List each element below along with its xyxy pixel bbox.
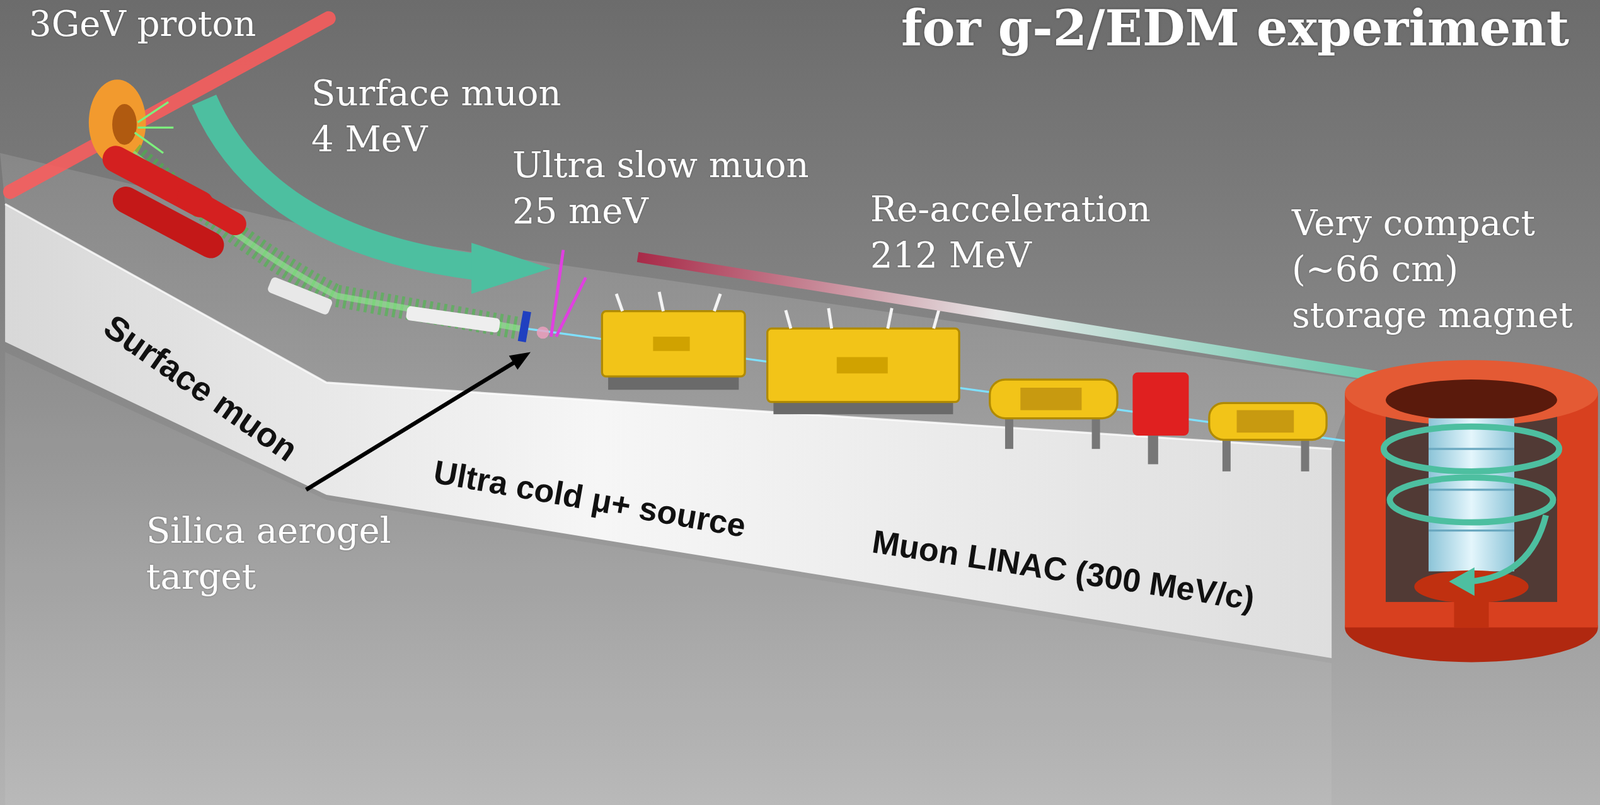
rod [933,310,939,329]
beam-element [266,276,334,316]
rod [828,308,832,329]
linac-window [652,336,690,352]
target-glow [536,326,549,339]
magnet-body [1344,392,1599,628]
platform-front [5,204,1332,658]
orbit-head [1448,567,1474,596]
platform-label: Muon LINAC (300 MeV/c) [869,523,1258,619]
beam-label: 3GeV proton [28,1,256,48]
quadrupole [1132,372,1189,436]
linac-module [601,311,745,377]
storage-magnet [1344,359,1599,662]
magnet-label: Very compact (~66 cm) storage magnet [1291,200,1589,338]
linac-module [767,328,960,403]
rod [659,291,663,312]
magnet-cutaway [1385,407,1558,602]
rod [713,293,721,312]
slide-title: for g-2/EDM experiment [901,1,1570,56]
coil [1020,387,1082,411]
magnet [172,181,251,240]
stand [1301,438,1310,472]
leader-head [509,351,531,370]
magnet-top [1344,359,1599,426]
magnet-bore [1385,379,1558,421]
rod [785,310,791,329]
linac-window [836,356,888,374]
beam-element [405,305,501,333]
coil-line [1428,488,1515,491]
stand [1148,433,1159,465]
platform-label: Surface muon [97,306,306,469]
linac-cylinder [989,379,1118,419]
orbit-ring [1383,426,1560,472]
coil-line [1428,448,1515,450]
coil-line [1428,529,1515,532]
orbit-ring [1389,477,1553,522]
arrow-head [471,242,551,294]
aerogel-target [517,310,532,343]
target-hole [112,103,137,145]
rod [616,293,623,312]
target-label: Silica aerogel target [146,507,411,600]
stand [608,375,739,391]
slow-muon-spark [555,277,586,337]
stand [1222,438,1231,472]
spark [138,102,169,123]
beam-label: Re-acceleration 212 MeV [870,186,1180,279]
stand [1092,415,1101,449]
platform-label: Ultra cold μ+ source [431,453,749,546]
beam-label: Ultra slow muon 25 meV [512,142,828,235]
rod [887,308,892,329]
spark [138,126,174,129]
orbit-arc [1469,514,1546,582]
storage-coil [1428,418,1515,572]
linac [601,291,1327,472]
proton-beam [10,18,329,192]
stand [1005,415,1014,449]
linac-cylinder [1209,402,1327,440]
coil [1237,410,1295,433]
